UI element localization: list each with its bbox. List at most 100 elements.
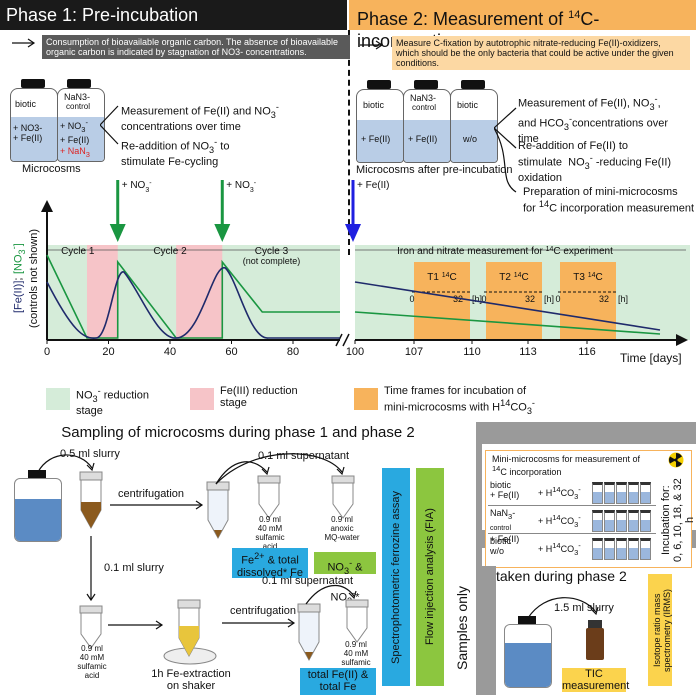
addition-label-2: + Fe(II) bbox=[357, 180, 390, 191]
mini-row-divider bbox=[488, 533, 656, 534]
x-tick-label-20: 20 bbox=[102, 346, 114, 358]
phase2-measurement: Measurement of Fe(II), NO3-,and HCO3-con… bbox=[518, 94, 669, 145]
result-total-fe: total Fe(II) &total Fe bbox=[300, 668, 376, 695]
centrifugation-1: centrifugation bbox=[118, 488, 185, 500]
window-label-1: T1 14C bbox=[427, 272, 456, 284]
samples-only-bar bbox=[476, 566, 496, 695]
extraction-arrow bbox=[108, 620, 164, 630]
mini-row-add: + H14CO3- bbox=[538, 485, 581, 501]
y-axis-label: [Fe(II)]; [NO3-](controls not shown) bbox=[9, 228, 40, 328]
window-unit-2: [h] bbox=[544, 294, 554, 304]
incubation-window-2 bbox=[486, 262, 542, 340]
addition-label-0: + NO3- bbox=[122, 180, 153, 194]
mini-vial bbox=[640, 538, 651, 560]
mini-vial bbox=[592, 538, 603, 560]
sampling-title: Sampling of microcosms during phase 1 an… bbox=[0, 422, 476, 444]
mini-vial bbox=[604, 538, 615, 560]
window-to-2: 32 bbox=[525, 294, 535, 304]
mini-row-add: + H14CO3- bbox=[538, 513, 581, 529]
tube-brown bbox=[79, 471, 103, 530]
supernatant-label-1: 0.1 ml supernatant bbox=[258, 450, 350, 462]
mini-row-label: biotic+ Fe(II) bbox=[490, 480, 520, 500]
x-axis-arrow bbox=[676, 334, 688, 346]
mini-vial bbox=[592, 510, 603, 532]
window-unit-3: [h] bbox=[618, 294, 628, 304]
radioactive-icon bbox=[668, 452, 684, 468]
cycle-3-label: Cycle 3 bbox=[255, 246, 289, 257]
phase2-header: Phase 2: Measurement of 14C-incorporatio… bbox=[349, 0, 696, 51]
window-label-2: T2 14C bbox=[499, 272, 528, 284]
fe2-line-p2 bbox=[354, 281, 661, 331]
samples-only-label: Samples only bbox=[454, 585, 470, 671]
window-from-2: 0 bbox=[481, 294, 486, 304]
phase2-note: Measure C-fixation by autotrophic nitrat… bbox=[392, 36, 690, 70]
addition-arrow-head-0 bbox=[109, 224, 126, 242]
slurry-label-2: 0.1 ml slurry bbox=[104, 562, 164, 574]
mini-vial bbox=[604, 482, 615, 504]
cycle-2-label: Cycle 2 bbox=[153, 246, 187, 257]
fe2-line bbox=[46, 267, 340, 340]
method-fia: Flow injection analysis (FIA) bbox=[416, 468, 444, 686]
microcosms-label: Microcosms bbox=[22, 163, 81, 175]
taken-during-label: taken during phase 2 bbox=[496, 568, 627, 584]
incubation-window-1 bbox=[414, 262, 470, 340]
phase2-cycle-label: Iron and nitrate measurement for 14C exp… bbox=[397, 246, 613, 258]
x-tick-label-107: 107 bbox=[405, 346, 423, 358]
tube-water bbox=[331, 475, 355, 519]
addition-arrow-head-1 bbox=[214, 224, 231, 242]
x-tick-label-116: 116 bbox=[578, 346, 596, 358]
no3-line-p2 bbox=[354, 311, 661, 335]
mini-vial bbox=[628, 510, 639, 532]
phase1-title: Phase 1: Pre-incubation bbox=[6, 5, 199, 25]
phase1-measurement: Measurement of Fe(II) and NO3-concentrat… bbox=[121, 102, 279, 133]
x-tick-label-40: 40 bbox=[164, 346, 176, 358]
arrow-icon bbox=[360, 40, 384, 50]
mini-vial bbox=[616, 482, 627, 504]
centrifugation-arrow-2 bbox=[222, 618, 296, 628]
fe3-stage-2 bbox=[176, 245, 223, 340]
microcosms-after-label: Microcosms after pre-incubation bbox=[356, 164, 513, 176]
legend-swatch-orange bbox=[354, 388, 378, 410]
pipette-arrow bbox=[37, 454, 95, 473]
irms-box: Isotope ratio mass spectrometry (IRMS) bbox=[648, 574, 672, 686]
mini-row-label: NaN3-control+ Fe(II) bbox=[490, 508, 520, 544]
mini-vial bbox=[628, 538, 639, 560]
method-ferrozine: Spectrophotometric ferrozine assay bbox=[382, 468, 410, 686]
window-from-1: 0 bbox=[409, 294, 414, 304]
axis-break-1 bbox=[335, 333, 343, 347]
tube-centrifuged-2 bbox=[297, 603, 321, 662]
branch-arrows-p2 bbox=[494, 107, 517, 193]
fe3-stage-1 bbox=[86, 245, 118, 340]
shaker-tube bbox=[163, 599, 217, 665]
legend-swatch-pink bbox=[190, 388, 214, 410]
cycle-1-label: Cycle 1 bbox=[61, 246, 95, 257]
window-to-3: 32 bbox=[599, 294, 609, 304]
mini-panel-box bbox=[485, 450, 692, 568]
mini-vial bbox=[604, 510, 615, 532]
x-tick-label-110: 110 bbox=[463, 346, 481, 358]
window-label-3: T3 14C bbox=[573, 272, 602, 284]
mini-vial bbox=[628, 482, 639, 504]
addition-arrow-head-2 bbox=[345, 224, 361, 242]
mini-vial bbox=[640, 482, 651, 504]
p2-slurry-label: 1.5 ml slurry bbox=[554, 602, 614, 614]
axis-break-2 bbox=[342, 333, 350, 347]
mini-row-divider bbox=[488, 505, 656, 506]
result-no3: NO3- & NO2-* bbox=[314, 552, 376, 606]
supernatant-label-2: 0.1 ml supernatant bbox=[262, 575, 354, 587]
centrifugation-arrow-1 bbox=[110, 500, 204, 510]
p2-pipette-arrow bbox=[527, 597, 599, 619]
phase-divider bbox=[348, 30, 350, 255]
